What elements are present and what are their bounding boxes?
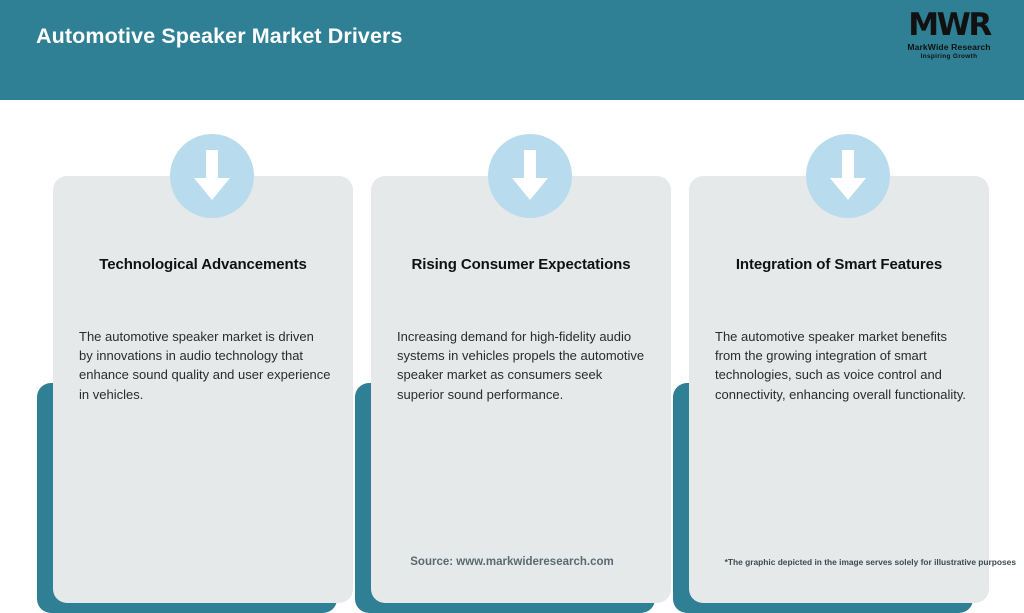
card-panel: Rising Consumer Expectations Increasing … bbox=[371, 134, 671, 603]
card-heading: Integration of Smart Features bbox=[735, 256, 943, 273]
driver-card: Technological Advancements The automotiv… bbox=[37, 134, 353, 613]
card-panel: Technological Advancements The automotiv… bbox=[53, 134, 353, 603]
drivers-board: Technological Advancements The automotiv… bbox=[0, 100, 1024, 613]
card-heading: Technological Advancements bbox=[99, 256, 307, 273]
down-arrow-icon bbox=[806, 134, 890, 218]
disclaimer-note: *The graphic depicted in the image serve… bbox=[724, 557, 1016, 567]
card-body-text: The automotive speaker market benefits f… bbox=[715, 329, 966, 402]
page-header: Automotive Speaker Market Drivers MWR Ma… bbox=[0, 0, 1024, 100]
logo-tagline: Inspiring Growth bbox=[920, 53, 978, 60]
card-panel: Integration of Smart Features The automo… bbox=[689, 134, 989, 603]
card-body-text: Increasing demand for high-fidelity audi… bbox=[397, 329, 645, 402]
brand-logo: MWR MarkWide Research Inspiring Growth bbox=[894, 8, 1004, 66]
down-arrow-icon bbox=[170, 134, 254, 218]
driver-card: Rising Consumer Expectations Increasing … bbox=[355, 134, 671, 613]
card-body-text: The automotive speaker market is driven … bbox=[79, 329, 331, 402]
driver-card: Integration of Smart Features The automo… bbox=[673, 134, 989, 613]
logo-company-name: MarkWide Research bbox=[907, 42, 991, 52]
page-title: Automotive Speaker Market Drivers bbox=[36, 24, 403, 48]
source-label: Source: www.markwideresearch.com bbox=[410, 556, 614, 568]
down-arrow-icon bbox=[488, 134, 572, 218]
logo-monogram-icon: MWR bbox=[908, 7, 992, 43]
card-heading: Rising Consumer Expectations bbox=[411, 256, 631, 273]
